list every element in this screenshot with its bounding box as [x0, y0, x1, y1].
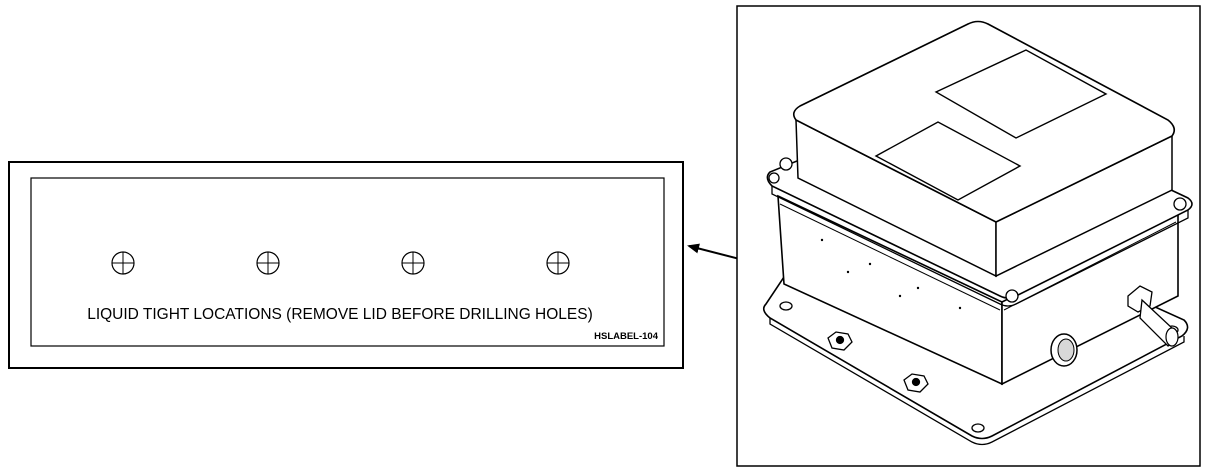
enclosure-left-band [779, 203, 1001, 311]
hole-marker-4 [546, 251, 570, 275]
product-view [736, 5, 1201, 467]
lid-flange-edge [771, 186, 1189, 307]
hole-marker-2 [256, 251, 280, 275]
label-instruction: LIQUID TIGHT LOCATIONS (REMOVE LID BEFOR… [87, 306, 593, 323]
lid-screw-rear-left [779, 157, 793, 171]
base-plate-edge [769, 318, 1185, 446]
lid-screws [768, 157, 1187, 303]
label-part-number: HSLABEL-104 [594, 331, 659, 342]
base-mount-hole-front [971, 423, 985, 433]
label-panel: LIQUID TIGHT LOCATIONS (REMOVE LID BEFOR… [8, 161, 684, 369]
hole-markers [111, 251, 570, 275]
lid-top-surface [792, 20, 1176, 223]
lid-screw-left [768, 172, 780, 184]
hole-marker-3 [401, 251, 425, 275]
cable-gland [1127, 285, 1179, 347]
lid-screw-rear-right [1173, 197, 1187, 211]
base-mount-hole-left [779, 301, 793, 311]
lid-label-plate-small [874, 121, 1022, 201]
side-button [1050, 333, 1078, 367]
base-studs [827, 331, 929, 393]
hole-marker-1 [111, 251, 135, 275]
label-position-dots [820, 238, 962, 310]
lid-screw-front [1005, 289, 1019, 303]
lid-label-plate-large [934, 49, 1108, 139]
